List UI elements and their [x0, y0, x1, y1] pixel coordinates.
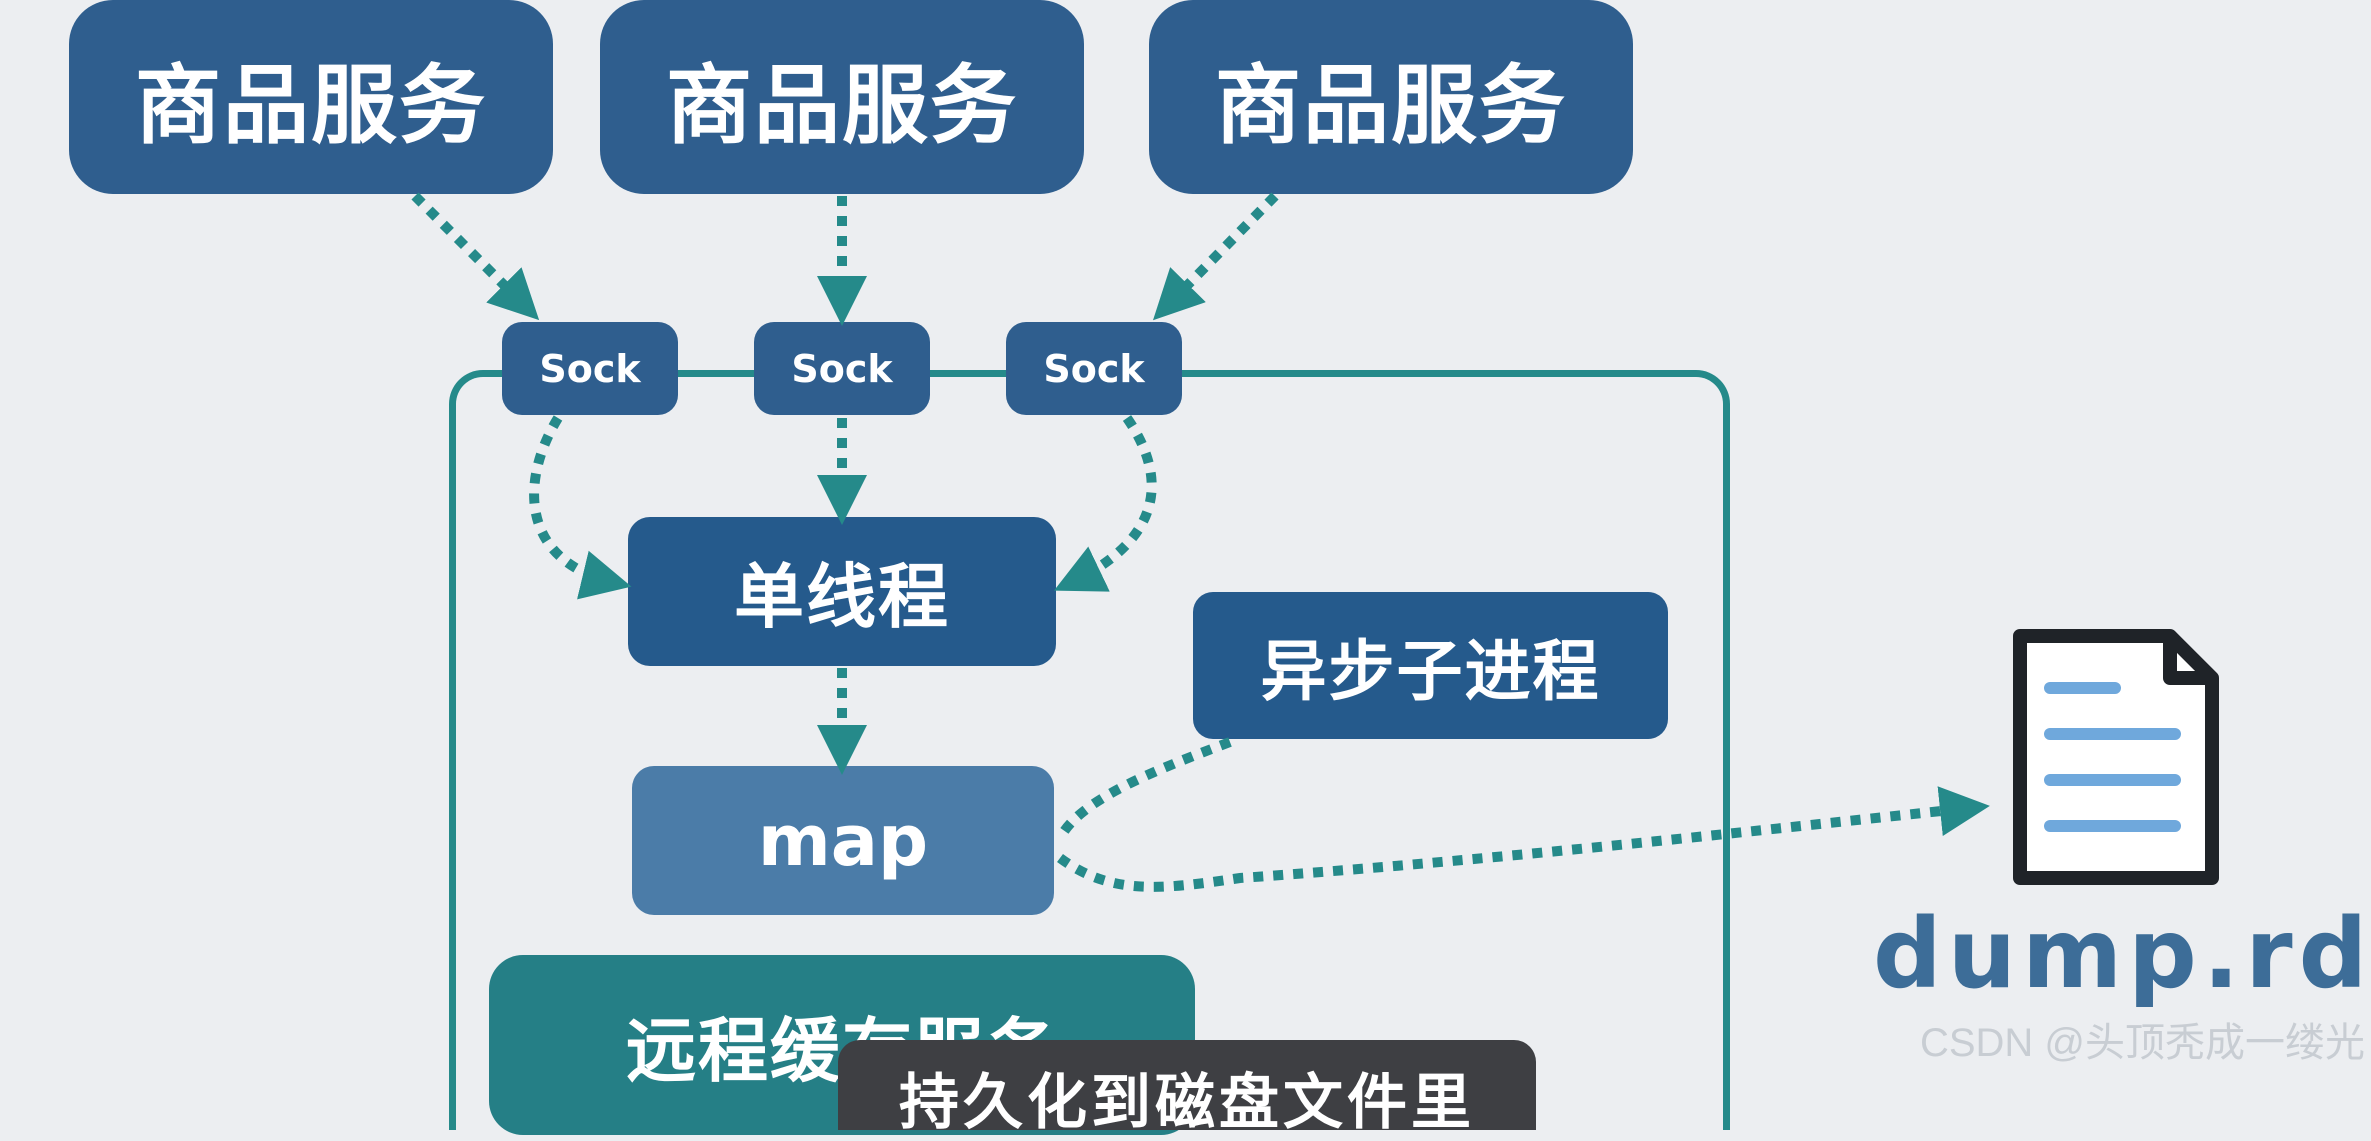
- product-service-1: 商品服务: [69, 0, 553, 194]
- video-subtitle: 持久化到磁盘文件里: [838, 1040, 1536, 1138]
- single-thread-node: 单线程: [628, 517, 1056, 666]
- diagram-connectors: [411, 192, 2219, 892]
- product-service-2: 商品服务: [600, 0, 1084, 194]
- socket-1: Sock: [502, 322, 678, 415]
- rdb-file-icon: [2013, 629, 2219, 885]
- map-node: map: [632, 766, 1054, 915]
- arrow-service1-to-sock1: [411, 192, 540, 321]
- link-async-process-to-map: [1055, 737, 1232, 841]
- dump-file-label: dump.rdb: [1873, 898, 2371, 1010]
- async-child-process-node: 异步子进程: [1193, 592, 1668, 739]
- arrow-map-to-dump-file: [1057, 786, 1990, 892]
- arrow-sock3-to-thread: [1053, 415, 1157, 592]
- arrow-service3-to-sock3: [1152, 192, 1279, 321]
- csdn-watermark: CSDN @头顶秃成一缕光: [1919, 1021, 2365, 1065]
- socket-3: Sock: [1006, 322, 1182, 415]
- socket-2: Sock: [754, 322, 930, 415]
- arrow-sock1-to-thread: [529, 415, 632, 600]
- product-service-3: 商品服务: [1149, 0, 1633, 194]
